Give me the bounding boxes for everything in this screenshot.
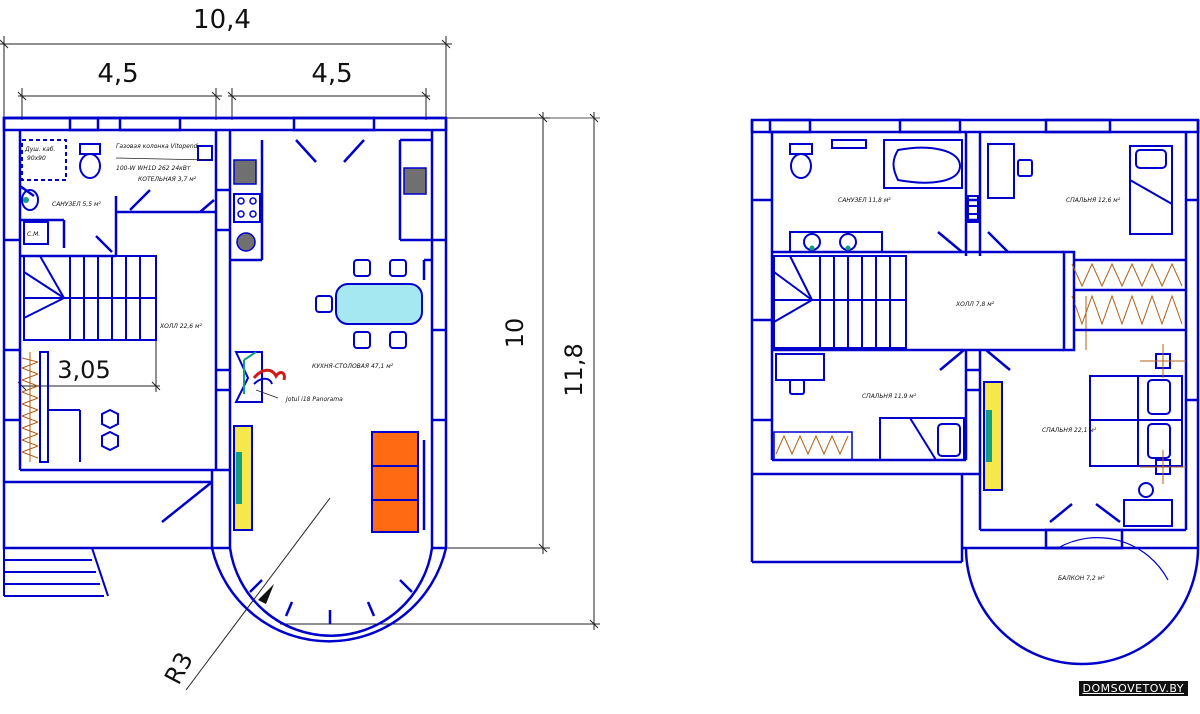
sofa — [371, 431, 419, 533]
wardrobe-frame — [773, 289, 1187, 461]
left-width-dimension: 4,5 — [97, 59, 138, 89]
first-floor-walls — [750, 118, 1200, 666]
total-width-dimension: 10,4 — [193, 5, 251, 35]
first-hall-label: ХОЛЛ 7,8 м² — [955, 301, 995, 308]
first-floor-plan: САНУЗЕЛ 11,8 м² СПАЛЬНЯ 12,6 м² ХОЛЛ 7,8… — [750, 118, 1200, 666]
stair-width-dimension: 3,05 — [57, 356, 110, 384]
boiler-room-label: КОТЕЛЬНАЯ 3,7 м² — [138, 176, 197, 183]
radius-dimension: R3 — [159, 648, 199, 689]
ground-floor-plan: 10,4 4,5 4,5 3,05 10 11,8 R3 — [0, 5, 600, 691]
dimension-lines — [0, 36, 600, 691]
fireplace — [234, 351, 286, 403]
right-width-dimension: 4,5 — [311, 59, 352, 89]
shower-note-line1: Душ. каб. — [24, 146, 56, 153]
bedroom1-label: СПАЛЬНЯ 12,6 м² — [1066, 197, 1121, 204]
bedroom2-furniture — [775, 353, 965, 461]
first-bathroom-label: САНУЗЕЛ 11,8 м² — [838, 197, 891, 204]
bedroom3-label: СПАЛЬНЯ 22,1 м² — [1042, 427, 1097, 434]
first-floor-staircase — [773, 255, 907, 349]
washer-label: С.М. — [27, 231, 40, 238]
bedroom3-furniture — [1089, 353, 1183, 527]
small-radiator — [967, 195, 979, 223]
bedroom2-label: СПАЛЬНЯ 11,9 м² — [862, 393, 917, 400]
first-radiator — [983, 381, 1003, 491]
fireplace-label: Jotul i18 Panorama — [285, 396, 343, 403]
bedroom3-lamp-guides — [1140, 344, 1186, 484]
bedroom1-furniture — [987, 143, 1173, 235]
ground-radiator-valve — [236, 452, 242, 504]
first-radiator-valve — [986, 410, 992, 462]
entrance-steps — [3, 547, 109, 597]
hall-cabinet — [39, 351, 81, 463]
watermark: DOMSOVETOV.BY — [1078, 681, 1188, 696]
staircase — [23, 255, 157, 341]
hall-wardrobe — [21, 352, 39, 462]
balcony-label: БАЛКОН 7,2 м² — [1058, 575, 1105, 582]
ground-floor-walls — [2, 116, 448, 643]
bathroom-fixture-icon — [23, 197, 29, 203]
first-bathroom-fixtures — [789, 139, 963, 253]
ground-bathroom-fixtures — [21, 139, 213, 245]
radius-arrow-icon — [258, 584, 274, 604]
shower-note-line2: 90х90 — [27, 155, 46, 162]
dining-set — [315, 259, 423, 349]
kitchen-label: КУХНЯ-СТОЛОВАЯ 47,1 м² — [312, 363, 394, 370]
total-height-dimension: 11,8 — [560, 343, 588, 396]
kitchen-counter — [233, 159, 427, 252]
first-wardrobe — [775, 262, 1183, 456]
boiler-leader-line — [115, 157, 211, 161]
boiler-note-line2: 100-W WH1D 262 24кВт — [116, 165, 191, 172]
inner-height-dimension: 10 — [501, 318, 529, 349]
hall-hex-fixtures — [101, 408, 119, 452]
sink-taps — [809, 245, 851, 251]
ground-hall-label: ХОЛЛ 22,6 м² — [159, 323, 203, 330]
ground-bathroom-label: САНУЗЕЛ 5,5 м² — [52, 201, 101, 208]
boiler-note-line1: Газовая колонка Vitopend — [116, 143, 198, 150]
